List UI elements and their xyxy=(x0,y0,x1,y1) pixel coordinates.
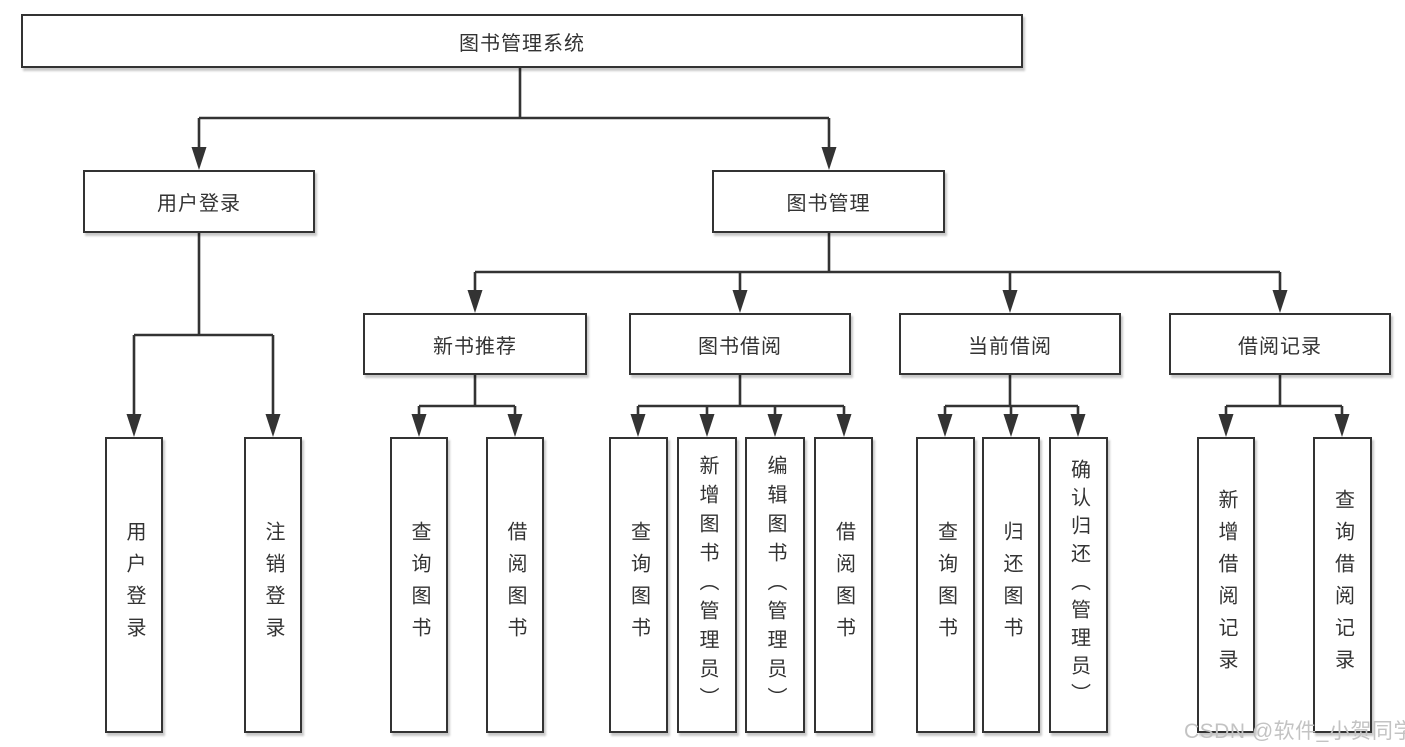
node-logout-label: 注销登录 xyxy=(262,521,284,649)
node-query-books-1: 查询图书 xyxy=(390,437,448,733)
node-confirm-return-admin-label: 确认归还（管理员） xyxy=(1067,459,1090,711)
arrow-down-icon xyxy=(1272,290,1288,313)
arrow-down-icon xyxy=(1218,414,1234,437)
connector-new-book-recommendation-to-leaves xyxy=(411,375,523,437)
arrow-down-icon xyxy=(1003,414,1019,437)
node-return-books-label: 归还图书 xyxy=(1000,521,1022,649)
node-current-borrowing: 当前借阅 xyxy=(899,313,1121,375)
node-library-system: 图书管理系统 xyxy=(21,14,1023,68)
node-query-books-2: 查询图书 xyxy=(609,437,668,733)
node-current-borrowing-label: 当前借阅 xyxy=(968,335,1052,358)
arrow-down-icon xyxy=(507,414,523,437)
arrow-down-icon xyxy=(411,414,427,437)
connector-user-login-to-leaves xyxy=(126,233,281,437)
connector-current-borrowing-to-leaves xyxy=(937,375,1086,437)
node-user-login: 用户登录 xyxy=(83,170,315,233)
node-add-borrow-record-label: 新增借阅记录 xyxy=(1215,489,1237,681)
node-query-books-1-label: 查询图书 xyxy=(408,521,430,649)
node-borrowing-records-label: 借阅记录 xyxy=(1238,335,1322,358)
arrow-down-icon xyxy=(265,414,281,437)
arrow-down-icon xyxy=(191,147,207,170)
node-logout: 注销登录 xyxy=(244,437,302,733)
node-borrow-books-1-label: 借阅图书 xyxy=(504,521,526,649)
watermark-text: CSDN @软件_小贺同学 xyxy=(1184,720,1405,743)
node-query-borrow-record-label: 查询借阅记录 xyxy=(1331,489,1354,681)
node-add-book-admin: 新增图书（管理员） xyxy=(677,437,737,733)
node-borrowing-records: 借阅记录 xyxy=(1169,313,1391,375)
connector-root-to-level2 xyxy=(191,68,837,170)
node-book-borrowing: 图书借阅 xyxy=(629,313,851,375)
node-new-book-recommendation: 新书推荐 xyxy=(363,313,587,375)
node-add-borrow-record: 新增借阅记录 xyxy=(1197,437,1255,733)
node-book-management: 图书管理 xyxy=(712,170,945,233)
arrow-down-icon xyxy=(937,414,953,437)
arrow-down-icon xyxy=(821,147,837,170)
node-add-book-admin-label: 新增图书（管理员） xyxy=(696,454,718,716)
node-user-login-label: 用户登录 xyxy=(157,193,241,215)
node-query-books-3-label: 查询图书 xyxy=(934,521,957,649)
connector-book-management-to-level3 xyxy=(467,233,1288,313)
node-borrow-books-2: 借阅图书 xyxy=(814,437,873,733)
node-query-books-3: 查询图书 xyxy=(916,437,975,733)
node-borrow-books-1: 借阅图书 xyxy=(486,437,544,733)
node-edit-book-admin-label: 编辑图书（管理员） xyxy=(764,454,786,716)
node-library-system-label: 图书管理系统 xyxy=(459,32,585,55)
node-book-borrowing-label: 图书借阅 xyxy=(698,335,782,358)
arrow-down-icon xyxy=(1070,414,1086,437)
node-edit-book-admin: 编辑图书（管理员） xyxy=(745,437,805,733)
node-return-books: 归还图书 xyxy=(982,437,1040,733)
node-confirm-return-admin: 确认归还（管理员） xyxy=(1049,437,1108,733)
node-user-login-leaf: 用户登录 xyxy=(105,437,163,733)
node-user-login-leaf-label: 用户登录 xyxy=(123,521,145,649)
arrow-down-icon xyxy=(699,414,715,437)
arrow-down-icon xyxy=(630,414,646,437)
node-query-borrow-record: 查询借阅记录 xyxy=(1313,437,1372,733)
arrow-down-icon xyxy=(1334,414,1350,437)
arrow-down-icon xyxy=(767,414,783,437)
arrow-down-icon xyxy=(1002,290,1018,313)
arrow-down-icon xyxy=(126,414,142,437)
node-new-book-recommendation-label: 新书推荐 xyxy=(433,335,517,358)
node-borrow-books-2-label: 借阅图书 xyxy=(832,521,855,649)
node-query-books-2-label: 查询图书 xyxy=(627,521,650,649)
arrow-down-icon xyxy=(732,290,748,313)
connector-book-borrowing-to-leaves xyxy=(630,375,852,437)
node-book-management-label: 图书管理 xyxy=(786,193,871,215)
connector-borrowing-records-to-leaves xyxy=(1218,375,1350,437)
arrow-down-icon xyxy=(467,290,483,313)
arrow-down-icon xyxy=(836,414,852,437)
